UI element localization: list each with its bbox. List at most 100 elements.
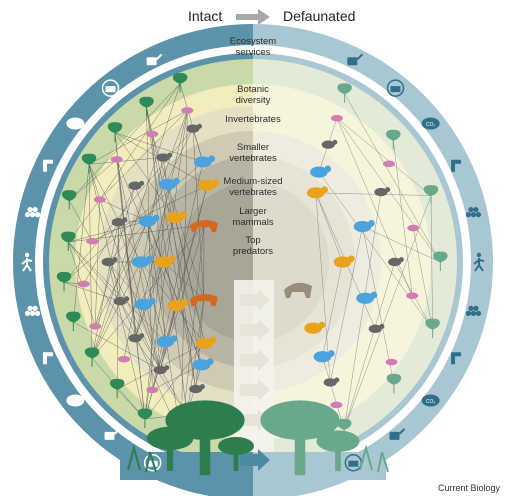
food-web-link bbox=[343, 261, 395, 430]
medium-vertebrate-icon-head bbox=[327, 350, 335, 357]
plant-icon bbox=[84, 347, 100, 368]
svg-text:CO₂: CO₂ bbox=[426, 399, 436, 405]
co2-cloud-icon: CO₂ bbox=[66, 394, 85, 407]
small-vertebrate-icon bbox=[189, 384, 203, 394]
ground-left bbox=[120, 452, 253, 480]
food-web-link bbox=[69, 83, 181, 201]
small-vertebrate-icon-head bbox=[112, 257, 118, 263]
food-web-link bbox=[162, 157, 197, 390]
food-web-link bbox=[413, 228, 433, 330]
tree-icon-trunk bbox=[233, 451, 239, 471]
food-web-link bbox=[393, 140, 413, 296]
food-web-link bbox=[151, 134, 166, 342]
food-web-link bbox=[329, 226, 363, 383]
food-web-link bbox=[362, 226, 395, 385]
medium-vertebrate-icon bbox=[353, 220, 372, 233]
small-vertebrate-icon-head bbox=[164, 365, 170, 371]
layer-label-line: Larger bbox=[239, 206, 266, 217]
food-web-link bbox=[94, 199, 101, 327]
food-web-link bbox=[146, 107, 153, 390]
medium-vertebrate-icon bbox=[134, 298, 153, 310]
small-vertebrate-icon-head bbox=[385, 187, 391, 193]
co2-cloud-icon: CO₂ bbox=[421, 394, 440, 407]
food-web-link bbox=[91, 83, 181, 359]
tree-icon bbox=[260, 400, 340, 441]
small-vertebrate-icon-head bbox=[167, 152, 173, 158]
medium-vertebrate-icon bbox=[158, 178, 177, 190]
center-arrow bbox=[240, 289, 270, 311]
food-web-link bbox=[117, 222, 121, 302]
larger-mammal-icon-head bbox=[321, 186, 328, 194]
food-web-link bbox=[318, 171, 433, 330]
food-web-link bbox=[146, 107, 196, 390]
small-vertebrate-icon bbox=[101, 257, 115, 267]
plant-icon bbox=[425, 318, 440, 339]
tree-icon-trunk bbox=[166, 444, 174, 471]
plant-icon bbox=[107, 122, 123, 142]
medium-vertebrate-icon-head bbox=[370, 291, 378, 299]
food-web-link bbox=[343, 192, 382, 430]
plant-icon bbox=[386, 373, 402, 394]
larger-mammal-icon bbox=[306, 187, 325, 199]
food-web-link bbox=[315, 192, 331, 383]
small-vertebrate-icon bbox=[113, 296, 127, 306]
food-web-link bbox=[192, 128, 205, 300]
food-web-link bbox=[362, 226, 441, 263]
larger-mammal-icon-head bbox=[212, 178, 220, 186]
food-web-link bbox=[140, 217, 175, 263]
plant-icon bbox=[386, 129, 401, 150]
small-vertebrate-icon-head bbox=[196, 123, 203, 129]
medium-vertebrate-icon bbox=[310, 166, 328, 178]
food-web-link bbox=[95, 128, 194, 327]
food-web-link bbox=[186, 299, 205, 415]
svg-text:CO₂: CO₂ bbox=[426, 122, 436, 128]
food-web-link bbox=[116, 222, 119, 390]
medium-vertebrate-icon-head bbox=[208, 155, 216, 163]
invertebrate-icon bbox=[77, 280, 90, 288]
food-web-link bbox=[174, 217, 205, 344]
food-web-link bbox=[69, 159, 117, 201]
plant-icon bbox=[423, 185, 439, 205]
water-tap-icon bbox=[42, 159, 53, 172]
small-vertebrate-icon bbox=[128, 333, 142, 343]
basket-icon bbox=[386, 79, 405, 97]
small-vertebrate-icon-head bbox=[398, 257, 404, 263]
food-web-link bbox=[134, 217, 176, 339]
top-predator-icon bbox=[189, 294, 218, 307]
food-web-link bbox=[116, 159, 177, 306]
food-web-link bbox=[68, 241, 166, 342]
layer-label-line: vertebrates bbox=[229, 187, 277, 198]
larger-mammal-icon-head bbox=[209, 336, 217, 344]
food-web-link bbox=[91, 222, 119, 359]
larger-mammal-icon bbox=[154, 256, 173, 268]
medium-vertebrate-icon-head bbox=[148, 297, 156, 305]
invertebrate-icon bbox=[181, 107, 194, 114]
invertebrate-icon bbox=[89, 323, 102, 330]
plant-icon bbox=[172, 73, 188, 93]
medium-vertebrate-icon bbox=[131, 256, 150, 268]
layer-label-line: predators bbox=[233, 246, 273, 257]
food-web-link bbox=[91, 261, 141, 359]
food-web-link bbox=[117, 222, 161, 371]
tree-icon bbox=[146, 426, 194, 450]
invertebrate-icon bbox=[407, 224, 420, 232]
medium-vertebrate-icon-head bbox=[324, 165, 332, 173]
invertebrate-icon bbox=[146, 130, 159, 138]
invertebrate-icon bbox=[406, 292, 419, 299]
arrow-right-icon bbox=[236, 9, 270, 25]
food-web-link bbox=[63, 282, 121, 302]
invertebrate-icon bbox=[330, 114, 343, 122]
food-web-link bbox=[430, 195, 433, 330]
medium-vertebrate-icon bbox=[192, 359, 211, 371]
larger-mammal-icon bbox=[333, 256, 352, 268]
water-can-icon bbox=[146, 53, 163, 66]
food-web-link bbox=[336, 118, 413, 296]
food-web-link bbox=[68, 220, 148, 243]
tree-icon-trunk bbox=[294, 431, 306, 476]
food-web-link bbox=[114, 132, 175, 218]
food-web-link bbox=[315, 192, 343, 263]
food-web-link bbox=[99, 199, 161, 371]
invertebrate-icon bbox=[117, 355, 130, 363]
